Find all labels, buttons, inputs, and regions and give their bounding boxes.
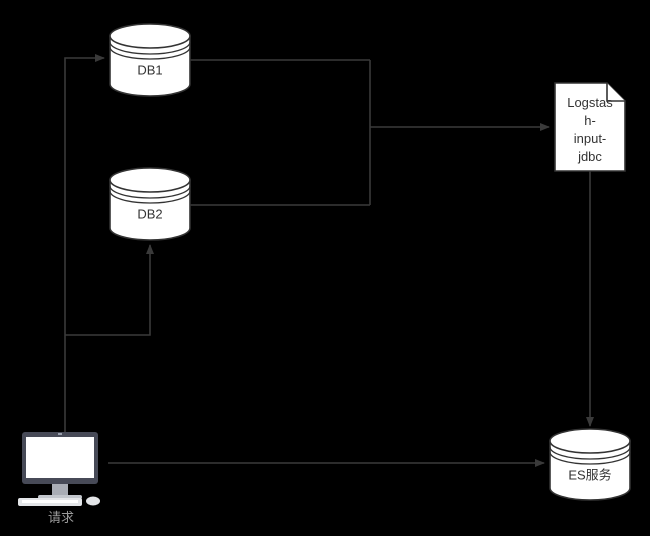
es-ring-2	[549, 451, 631, 465]
db2-body	[109, 179, 191, 241]
db1-body	[109, 35, 191, 97]
db1-label: DB1	[137, 62, 162, 77]
es-label: ES服务	[568, 467, 611, 482]
logstash-label-line-4: jdbc	[577, 149, 602, 164]
monitor-screen	[26, 437, 94, 478]
edge-client-to-db2	[65, 244, 154, 336]
node-db2[interactable]: DB2	[109, 167, 191, 241]
db1-ring-2	[109, 46, 191, 60]
node-logstash[interactable]: Logstas h- input- jdbc	[554, 82, 626, 172]
monitor-camera-icon	[58, 433, 62, 435]
db1-ring-1	[109, 41, 191, 55]
node-client-monitor[interactable]: 请求	[18, 432, 100, 525]
logstash-label-line-1: Logstas	[567, 95, 613, 110]
node-db1[interactable]: DB1	[109, 23, 191, 97]
es-top	[549, 428, 631, 454]
db2-top	[109, 167, 191, 193]
node-es[interactable]: ES服务	[549, 428, 631, 501]
es-body	[549, 440, 631, 501]
logstash-corner-fold-icon	[606, 83, 625, 102]
logstash-document-shape	[554, 82, 626, 172]
edge-layer	[64, 54, 594, 467]
keyboard-keys-row	[22, 500, 78, 503]
mouse-icon	[86, 496, 100, 506]
edge-client-to-db1	[64, 54, 105, 432]
monitor-stand-neck	[52, 484, 68, 496]
client-caption: 请求	[48, 510, 74, 525]
logstash-label-line-2: h-	[584, 113, 596, 128]
db1-top	[109, 23, 191, 49]
db2-ring-1	[109, 185, 191, 199]
es-ring-1	[549, 446, 631, 460]
db2-ring-2	[109, 190, 191, 204]
db2-label: DB2	[137, 206, 162, 221]
logstash-label-line-3: input-	[574, 131, 607, 146]
